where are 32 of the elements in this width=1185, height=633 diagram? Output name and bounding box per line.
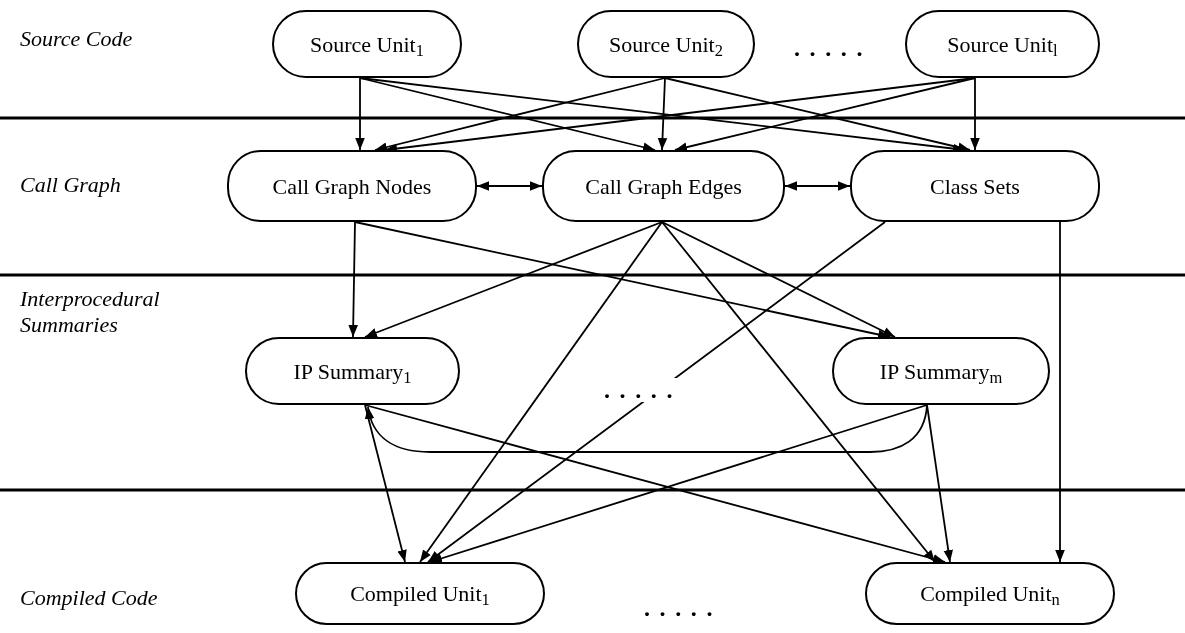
arrow — [476, 181, 543, 191]
arrow — [784, 181, 851, 191]
arrow — [657, 77, 668, 151]
node-label: Compiled Unit$_{n}$ — [920, 580, 1060, 610]
layer-label: Call Graph — [20, 172, 122, 198]
arrow — [365, 404, 928, 453]
arrow — [427, 221, 886, 563]
node-label: Call Graph Nodes — [272, 172, 432, 201]
node-label: Source Unit$_{l}$ — [947, 30, 1058, 61]
arrow — [364, 221, 663, 338]
arrow — [354, 221, 891, 340]
rounded-box — [227, 150, 477, 222]
rounded-box — [542, 150, 785, 222]
arrow — [661, 221, 896, 338]
arrow — [348, 221, 358, 338]
layer-label: Compiled Code — [20, 585, 159, 611]
arrow — [661, 221, 936, 563]
node-label: Class Sets — [930, 172, 1020, 201]
node-label: Call Graph Edges — [585, 172, 742, 201]
layer-label: Interprocedural Summaries — [20, 286, 161, 338]
node-label: Source Unit$_{2}$ — [609, 30, 723, 61]
arrow — [1055, 221, 1065, 563]
node-label: Compiled Unit$_{1}$ — [350, 580, 490, 610]
node-label: Source Unit$_{1}$ — [310, 30, 424, 61]
rounded-box — [850, 150, 1100, 222]
node-label: IP Summary$_{m}$ — [879, 357, 1003, 388]
node-label: IP Summary$_{1}$ — [293, 357, 412, 388]
arrow — [364, 404, 407, 563]
layer-label: Source Code — [20, 26, 134, 52]
arrow — [419, 221, 663, 563]
arrow — [355, 77, 365, 151]
arrow — [970, 77, 980, 151]
